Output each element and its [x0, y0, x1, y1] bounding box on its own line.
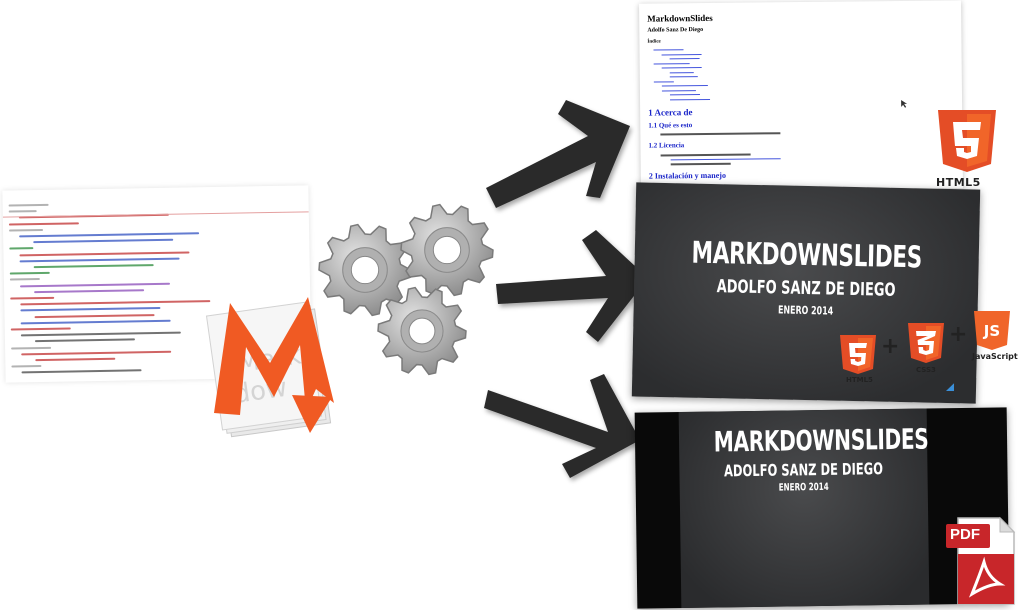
plus-sign-1: + [881, 334, 900, 359]
html5-icon [938, 110, 996, 172]
javascript-icon: JS [974, 311, 1010, 350]
html-doc-toc [639, 0, 961, 100]
html-doc-title: MarkdownSlides [647, 12, 713, 24]
html-doc-heading-1-2: 1.2 Licencia [648, 141, 685, 150]
toc-entry[interactable] [661, 89, 696, 91]
arrow-to-html-icon [486, 100, 630, 208]
arrow-to-slides-icon [496, 230, 648, 342]
code-line [21, 350, 172, 356]
pdf-slide-author: ADOLFO SANZ DE DIEGO [723, 459, 884, 481]
code-line [9, 278, 40, 281]
pdf-slide-title: MARKDOWNSLIDES [713, 422, 929, 459]
css3-icon [908, 323, 944, 363]
code-line [8, 221, 79, 226]
toc-entry[interactable] [653, 80, 674, 83]
toc-entry[interactable] [661, 67, 702, 69]
code-line [20, 331, 181, 337]
html-doc-heading-2: 2 Instalación y manejo [648, 170, 726, 181]
html-doc-toc-label: Índice [647, 39, 661, 45]
toc-entry[interactable] [669, 58, 700, 60]
code-line [8, 203, 49, 207]
code-line [34, 338, 135, 343]
html-slide-author: ADOLFO SANZ DE DIEGO [716, 276, 896, 301]
html-doc-heading-1-1: 1.1 Qué es esto [648, 121, 693, 130]
code-line [8, 210, 37, 213]
code-line [10, 327, 71, 331]
code-line [34, 313, 155, 318]
code-line [33, 238, 174, 244]
html-output-preview: MarkdownSlides Adolfo Sanz De Diego Índi… [639, 0, 963, 192]
html-doc-author: Adolfo Sanz De Diego [647, 27, 704, 34]
toc-entry[interactable] [669, 94, 700, 96]
code-line [9, 247, 34, 250]
code-line [19, 257, 180, 263]
code-line [21, 369, 142, 374]
html5-label: HTML5 [936, 176, 981, 189]
toc-entry[interactable] [653, 49, 684, 51]
code-line [9, 272, 50, 275]
cursor-icon [901, 99, 908, 108]
toc-entry[interactable] [669, 71, 694, 73]
html-slide-output: MARKDOWNSLIDES ADOLFO SANZ DE DIEGO ENER… [631, 182, 981, 404]
code-line [11, 346, 52, 350]
code-line [20, 319, 171, 325]
pdf-slide-date: ENERO 2014 [778, 481, 829, 494]
html-slide-title: MARKDOWNSLIDES [691, 235, 923, 276]
pdf-label: PDF [950, 526, 980, 543]
markdown-m-shape [214, 297, 334, 415]
toc-entry[interactable] [653, 62, 690, 65]
toc-entry[interactable] [661, 84, 708, 87]
pdf-icon [946, 516, 1016, 605]
code-line [33, 264, 154, 269]
toc-entry[interactable] [661, 53, 702, 55]
html-slide-date: ENERO 2014 [777, 303, 834, 318]
code-line [9, 228, 44, 232]
code-line [20, 307, 161, 312]
gears-icon [318, 203, 494, 376]
javascript-label: JavaScript [972, 352, 1018, 361]
css3-label: CSS3 [916, 366, 936, 374]
js-badge-text: JS [983, 322, 1000, 340]
code-line [35, 357, 116, 362]
toc-entry[interactable] [670, 98, 711, 100]
code-line [19, 232, 200, 238]
next-slide-icon[interactable] [945, 383, 955, 392]
toc-entry[interactable] [669, 76, 698, 78]
html5-small-label: HTML5 [846, 376, 873, 384]
arrow-to-pdf-icon [484, 374, 640, 478]
conversion-arrows [484, 100, 648, 478]
plus-sign-2: + [949, 322, 968, 347]
code-line [10, 296, 55, 300]
markdown-logo-icon: Mark dow [205, 297, 334, 438]
code-line [19, 251, 190, 256]
code-line [19, 282, 171, 287]
code-line [11, 365, 42, 368]
code-line [20, 300, 211, 306]
html-doc-heading-1: 1 Acerca de [648, 107, 693, 118]
code-line [34, 289, 145, 293]
html5-small-icon [840, 335, 876, 374]
